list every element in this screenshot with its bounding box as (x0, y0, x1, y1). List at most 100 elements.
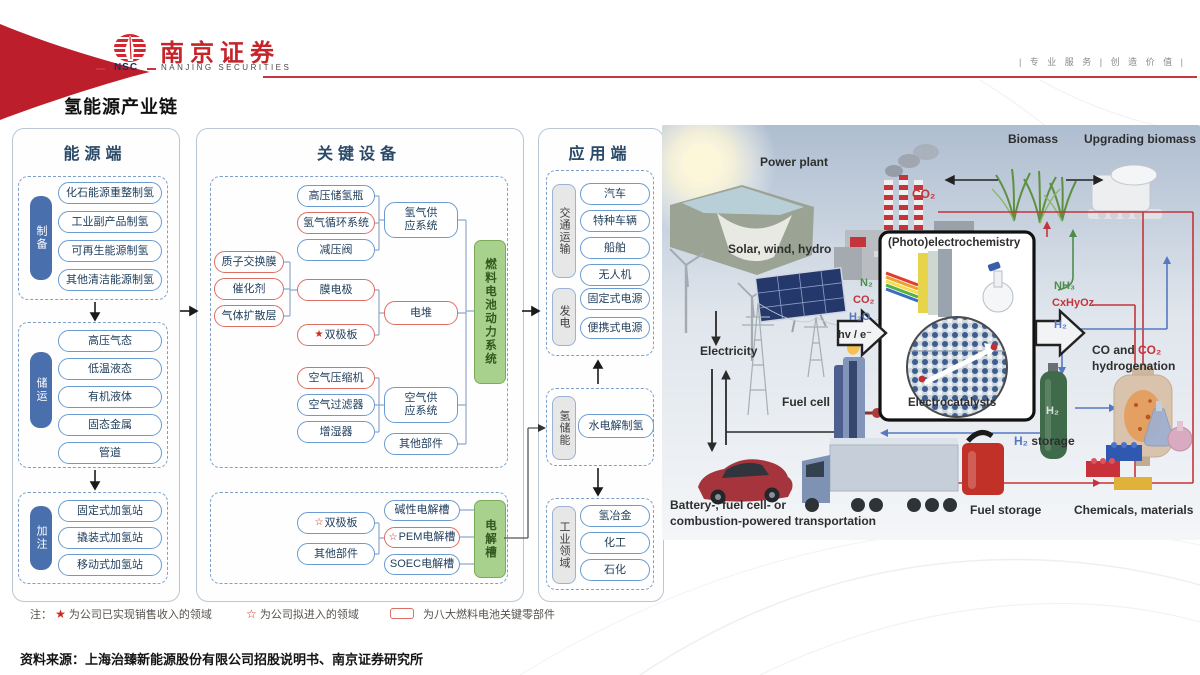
label-upgrading-biomass: Upgrading biomass (1084, 132, 1197, 146)
equipment-node: 氢气供应系统 (384, 202, 458, 238)
lego-bricks-icon (1086, 442, 1152, 490)
application-node: 水电解制氢 (578, 414, 654, 438)
energy-group-box (18, 322, 168, 468)
equipment-node-label: 碱性电解槽 (394, 504, 450, 517)
fuel-cell-system-box (210, 176, 508, 468)
equipment-node-label: 增湿器 (319, 425, 353, 438)
application-group-box (546, 170, 654, 356)
hydrogen-cycle-illustration: Power plant Biomass Upgrading biomass CO… (662, 125, 1200, 540)
logo-chinese-name: 南京证券 (160, 41, 280, 67)
input-block-arrow (836, 308, 888, 358)
star-icon: ☆ (388, 531, 398, 543)
solar-panel-icon (754, 266, 847, 333)
red-box-legend-icon (389, 608, 414, 619)
equipment-node: 氢气循环系统 (297, 212, 375, 234)
equipment-node: ☆双极板 (297, 512, 375, 534)
label-transportation-1: Battery-, fuel cell- or (670, 498, 787, 512)
equipment-node-label: 其他部件 (399, 437, 443, 450)
car-icon (698, 459, 793, 505)
equipment-node: 气体扩散层 (214, 305, 284, 327)
application-node: 汽车 (580, 183, 650, 205)
note-realized-revenue: 为公司已实现销售收入的领域 (68, 609, 212, 621)
application-node: 化工 (580, 532, 650, 554)
equipment-node-label: PEM电解槽 (398, 531, 456, 544)
electrolyzer-box (210, 492, 508, 584)
equipment-node-label: 催化剂 (232, 282, 266, 295)
energy-group-label: 制备 (30, 196, 52, 280)
energy-node: 撬装式加氢站 (58, 527, 162, 549)
energy-node: 可再生能源制氢 (58, 240, 162, 262)
label-h2o: H₂O (849, 311, 871, 323)
equipment-node-label: 其他部件 (314, 547, 358, 560)
label-hydrogenation: hydrogenation (1092, 359, 1176, 373)
energy-group-box (18, 176, 168, 300)
label-h2-cylinder: H₂ (1046, 405, 1059, 417)
hollow-star-icon: ☆ (246, 607, 257, 621)
equipment-node: 催化剂 (214, 278, 284, 300)
logo-nsc-text: NSC (96, 62, 156, 73)
energy-node: 固态金属 (58, 414, 162, 436)
equipment-node: 空气过滤器 (297, 394, 375, 416)
equipment-node-label: 双极板 (324, 516, 358, 529)
equipment-node: 空气压缩机 (297, 367, 375, 389)
label-transportation-2: combustion-powered transportation (670, 514, 877, 528)
photoelectrochemistry-box (878, 230, 1036, 422)
logo-english-name: NANJING SECURITIES (161, 63, 292, 72)
application-node: 船舶 (580, 237, 650, 259)
energy-node: 低温液态 (58, 358, 162, 380)
label-electrocatalysts: Electrocatalysts (908, 397, 997, 409)
electricity-arrows (707, 311, 862, 453)
equipment-node-label: 氢气供应系统 (404, 207, 438, 232)
equipment-node-label: 空气过滤器 (308, 398, 364, 411)
equipment-node-label: 空气压缩机 (308, 371, 364, 384)
label-co2-red: CO₂ (1138, 343, 1162, 357)
label-power-plant: Power plant (760, 155, 829, 169)
equipment-node-label: 减压阀 (319, 243, 353, 256)
label-h2-output: H₂ (1054, 319, 1067, 331)
application-group-label: 工业领域 (552, 506, 576, 584)
equipment-node-label: 高压储氢瓶 (308, 189, 364, 202)
application-node: 便携式电源 (580, 317, 650, 339)
biomass-icon (995, 168, 1077, 224)
energy-node: 有机液体 (58, 386, 162, 408)
equipment-node-label: 膜电极 (319, 283, 353, 296)
label-co2-input: CO₂ (853, 294, 875, 306)
column-title-energy: 能源端 (63, 146, 127, 163)
label-n2: N₂ (860, 277, 873, 289)
equipment-node-label: 电堆 (410, 306, 432, 319)
header-slogan: | 专 业 服 务 | 创 造 价 值 | (1018, 57, 1186, 67)
equipment-node-label: 双极板 (324, 328, 358, 341)
application-group-box (546, 498, 654, 590)
note-key-components: 为八大燃料电池关键零部件 (422, 609, 555, 621)
column-title-equipment: 关键设备 (316, 146, 401, 163)
fuel-cell-power-system-label: 燃料电池动力系统 (474, 240, 506, 384)
label-co-and: CO and (1092, 343, 1139, 357)
energy-node: 化石能源重整制氢 (58, 182, 162, 204)
electrolyzer-label: 电解槽 (474, 500, 506, 578)
label-h2-storage: H₂ storage (1014, 434, 1075, 448)
equipment-node-label: 空气供应系统 (404, 392, 438, 417)
biomass-icon-light (991, 188, 1063, 224)
equipment-node-label: SOEC电解槽 (389, 558, 455, 571)
application-node: 特种车辆 (580, 210, 650, 232)
energy-group-box (18, 492, 168, 584)
fuel-can-icon (962, 429, 1004, 495)
equipment-node: 减压阀 (297, 239, 375, 261)
truck-icon (802, 438, 959, 512)
star-icon: ★ (314, 329, 324, 340)
equipment-node-label: 氢气循环系统 (303, 216, 369, 229)
illustration-scene (662, 125, 1200, 540)
equipment-node-label: 气体扩散层 (221, 309, 277, 322)
energy-node: 移动式加氢站 (58, 554, 162, 576)
source-citation: 资料来源：上海治臻新能源股份有限公司招股说明书、南京证券研究所 (20, 652, 424, 667)
energy-node: 高压气态 (58, 330, 162, 352)
equipment-node: 质子交换膜 (214, 251, 284, 273)
label-biomass: Biomass (1008, 132, 1059, 146)
label-h2-storage-text: storage (1028, 434, 1075, 448)
energy-node: 工业副产品制氢 (58, 211, 162, 233)
application-node: 石化 (580, 559, 650, 581)
label-cxhyoz: CxHyOz (1052, 297, 1095, 309)
output-block-arrow (1034, 308, 1086, 358)
co2-pathway (812, 211, 1194, 484)
